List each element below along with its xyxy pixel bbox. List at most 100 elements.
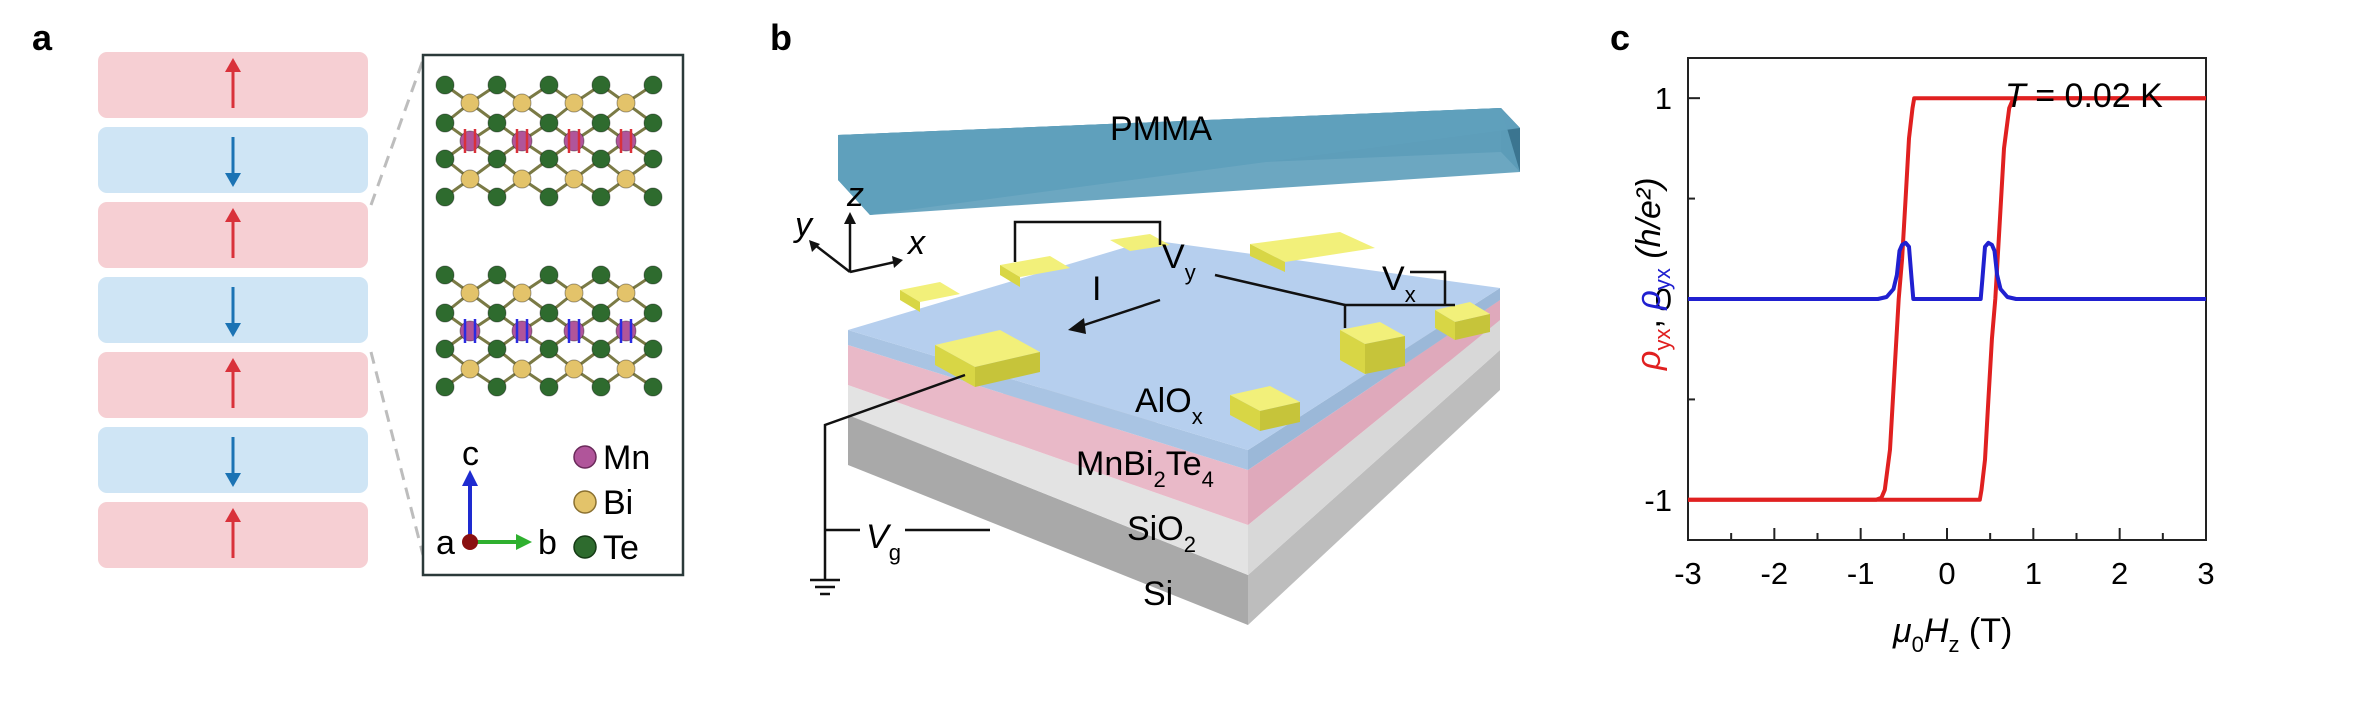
- si-label: Si: [1143, 575, 1173, 613]
- te-legend-dot: [573, 535, 597, 559]
- te-atom: [643, 339, 663, 359]
- te-atom: [591, 303, 611, 323]
- bi-atom: [460, 283, 480, 303]
- te-atom: [539, 339, 559, 359]
- te-atom: [591, 187, 611, 207]
- te-atom: [539, 303, 559, 323]
- mn-atom: [563, 320, 585, 342]
- vy-label: Vy: [1162, 238, 1196, 285]
- panel-a-label: a: [32, 17, 53, 58]
- te-atom: [539, 265, 559, 285]
- te-atom: [591, 75, 611, 95]
- a-axis-dot: [462, 534, 478, 550]
- x-axis-label: x: [906, 224, 926, 262]
- chart-series: [1688, 96, 2206, 502]
- bi-legend-dot: [573, 490, 597, 514]
- y-tick-label: 1: [1655, 81, 1672, 116]
- te-atom: [643, 303, 663, 323]
- zoom-line-top: [369, 59, 425, 206]
- x-tick-label: -3: [1674, 556, 1702, 591]
- spin-arrowhead-up: [225, 358, 241, 372]
- bi-legend-label: Bi: [603, 484, 633, 522]
- te-atom: [643, 187, 663, 207]
- panel-b-label: b: [770, 17, 792, 58]
- c-axis-label: c: [462, 435, 479, 473]
- mn-atom: [511, 130, 533, 152]
- y-axis-line: [814, 244, 851, 273]
- y-axis-label: ρyx, ρyx (h/e²): [1630, 177, 1675, 371]
- vx-wire: [1343, 303, 1455, 328]
- mn-atom: [615, 320, 637, 342]
- y-tick-label: -1: [1644, 483, 1672, 518]
- sio2-front-face: [1248, 320, 1500, 575]
- spin-arrowhead-down: [225, 473, 241, 487]
- vx-label: Vx: [1382, 260, 1416, 307]
- bi-atom: [460, 93, 480, 113]
- te-atom: [435, 339, 455, 359]
- zoom-line-bottom: [369, 351, 425, 556]
- te-atom: [539, 149, 559, 169]
- mn-atom: [563, 130, 585, 152]
- mn-atom: [459, 320, 481, 342]
- te-atom: [435, 265, 455, 285]
- x-axis-arrowhead: [892, 256, 903, 268]
- x-tick-label: -2: [1761, 556, 1789, 591]
- spin-arrowhead-down: [225, 173, 241, 187]
- te-atom: [643, 75, 663, 95]
- te-atom: [487, 339, 507, 359]
- te-atom: [487, 149, 507, 169]
- x-tick-label: 3: [2197, 556, 2214, 591]
- current-arrow: [1074, 298, 1161, 330]
- magnetic-layer-stack: [98, 52, 368, 568]
- temperature-annotation: T = 0.02 K: [2005, 77, 2163, 115]
- series-line-3: [1688, 240, 2206, 301]
- alox-front-face: [1248, 288, 1500, 470]
- mnbi2te4-label: MnBi2Te4: [1076, 445, 1214, 492]
- x-axis-line: [849, 260, 896, 274]
- te-atom: [487, 113, 507, 133]
- x-axis-label: μ0Hz (T): [1892, 612, 2012, 657]
- bi-atom: [564, 359, 584, 379]
- mbt-front-face: [1248, 300, 1500, 525]
- z-axis-label: z: [846, 176, 864, 214]
- si-left-face: [848, 415, 1248, 625]
- crystal-structure: [435, 75, 663, 397]
- te-atom: [435, 377, 455, 397]
- vx-wire-right: [1410, 270, 1447, 305]
- bi-atom: [460, 359, 480, 379]
- panel-c-label: c: [1610, 17, 1630, 58]
- te-atom: [591, 377, 611, 397]
- b-axis-arrowhead: [516, 534, 532, 550]
- bi-atom: [616, 359, 636, 379]
- x-tick-label: 2: [2111, 556, 2128, 591]
- spin-arrowhead-down: [225, 323, 241, 337]
- te-atom: [487, 303, 507, 323]
- te-atom: [643, 377, 663, 397]
- bi-atom: [512, 93, 532, 113]
- bi-atom: [512, 169, 532, 189]
- a-axis-label: a: [436, 524, 455, 562]
- sio2-label: SiO2: [1127, 510, 1196, 557]
- mn-atom: [459, 130, 481, 152]
- te-atom: [435, 303, 455, 323]
- te-atom: [435, 149, 455, 169]
- current-arrowhead: [1068, 318, 1086, 334]
- y-axis-arrowhead: [809, 240, 820, 252]
- bi-atom: [564, 283, 584, 303]
- si-front-face: [1248, 350, 1500, 625]
- b-axis-label: b: [538, 524, 557, 562]
- bi-atom: [512, 359, 532, 379]
- bi-atom: [564, 93, 584, 113]
- c-axis-arrowhead: [462, 470, 478, 486]
- spin-arrowhead-up: [225, 208, 241, 222]
- gold-contacts: [900, 232, 1490, 431]
- te-atom: [591, 339, 611, 359]
- vy-wire: [1013, 220, 1162, 262]
- vy-wire-right: [1214, 273, 1346, 307]
- pmma-label: PMMA: [1110, 110, 1212, 148]
- alox-label: AlOx: [1135, 382, 1203, 429]
- te-atom: [487, 377, 507, 397]
- x-tick-label: 0: [1938, 556, 1955, 591]
- te-atom: [591, 149, 611, 169]
